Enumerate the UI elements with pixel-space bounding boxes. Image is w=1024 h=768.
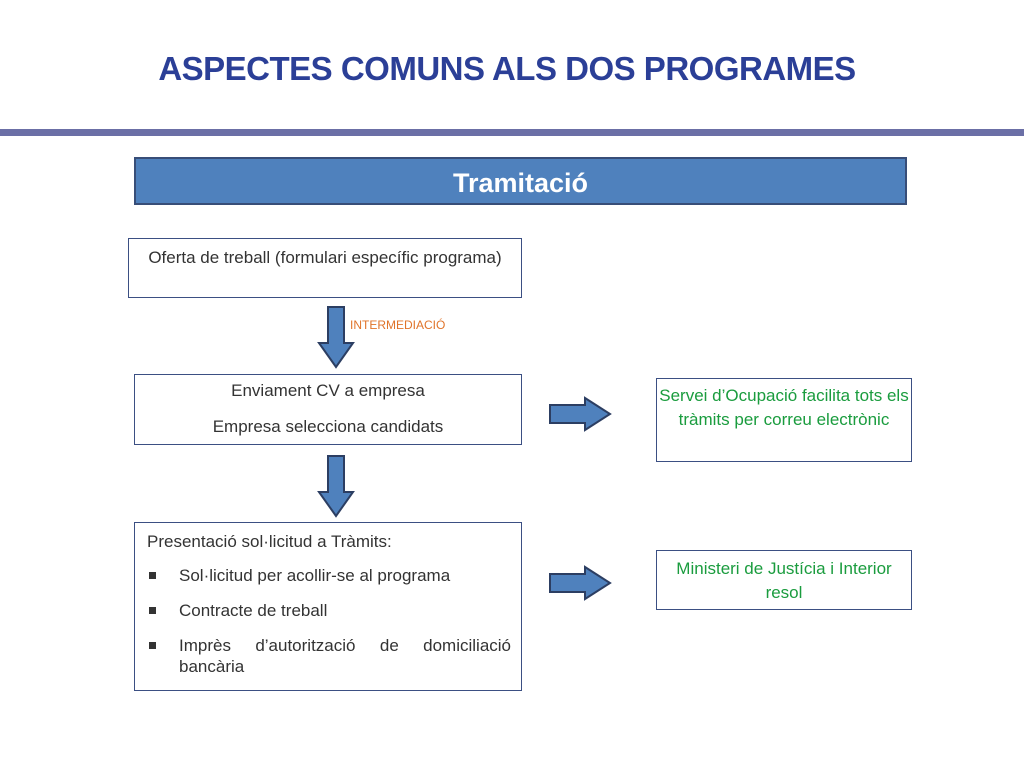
right-arrow-icon [549,396,612,432]
square-bullet-icon [149,607,156,614]
offer-text: Oferta de treball (formulari específic p… [148,248,502,267]
slide-title: ASPECTES COMUNS ALS DOS PROGRAMES [158,50,856,87]
cv-line-2: Empresa selecciona candidats [212,417,444,436]
presentation-box: Presentació sol·licitud a Tràmits: Sol·l… [134,522,522,691]
cv-box: Enviament CV a empresa Empresa seleccion… [134,374,522,445]
presentation-heading: Presentació sol·licitud a Tràmits: [147,532,392,551]
servei-text: Servei d’Ocupació facilita tots els tràm… [659,386,909,429]
offer-box: Oferta de treball (formulari específic p… [128,238,522,298]
ministeri-box: Ministeri de Justícia i Interior resol [656,550,912,610]
list-item-text: Contracte de treball [179,601,328,620]
square-bullet-icon [149,642,156,649]
right-arrow-icon [549,565,612,601]
square-bullet-icon [149,572,156,579]
servei-box: Servei d’Ocupació facilita tots els tràm… [656,378,912,462]
title-divider [0,129,1024,136]
intermediacio-label: INTERMEDIACIÓ [350,318,446,332]
list-item: Contracte de treball [147,600,511,621]
presentation-list: Sol·licitud per acollir-se al programa C… [147,565,511,677]
list-item: Sol·licitud per acollir-se al programa [147,565,511,586]
list-item-text: Imprès d’autorització de domiciliació ba… [179,636,511,676]
list-item: Imprès d’autorització de domiciliació ba… [147,635,511,677]
list-item-text: Sol·licitud per acollir-se al programa [179,566,451,585]
ministeri-text: Ministeri de Justícia i Interior resol [676,559,892,602]
section-banner: Tramitació [134,157,907,205]
down-arrow-icon [317,455,355,518]
cv-line-1: Enviament CV a empresa [231,381,425,400]
down-arrow-icon [317,306,355,369]
